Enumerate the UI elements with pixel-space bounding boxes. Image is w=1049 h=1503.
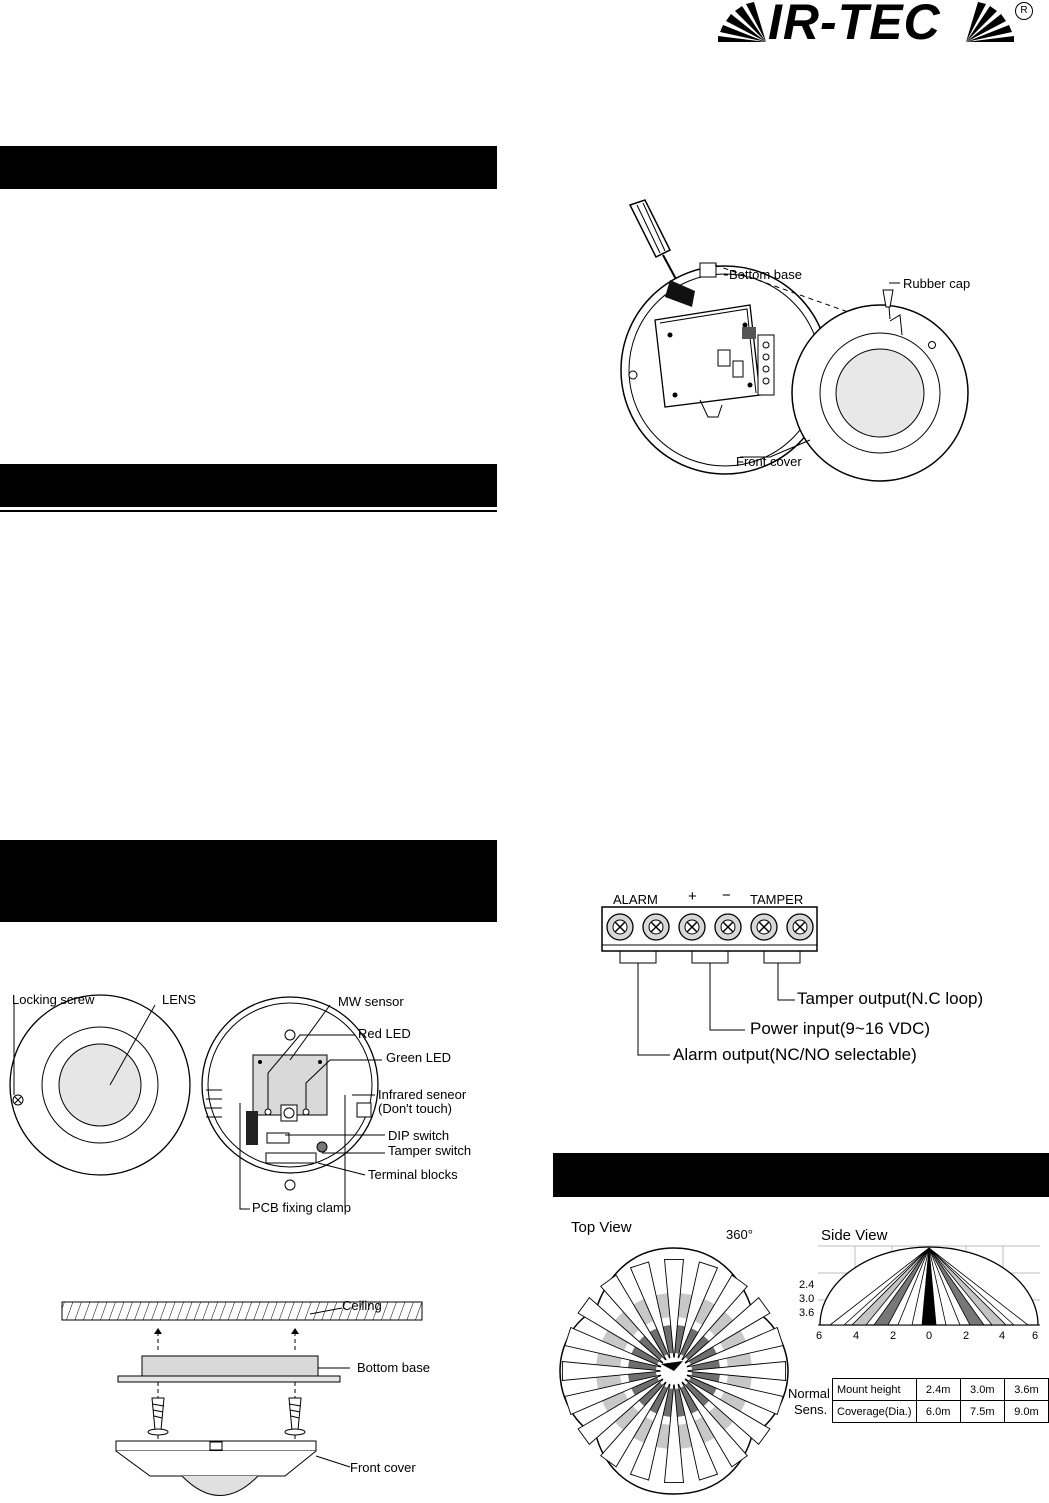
removal-figure [620,199,969,482]
detection-zone-ray [564,1326,662,1368]
table-cell: 6.0m [915,1400,961,1423]
detection-zone-ray [677,1261,719,1359]
coverage-table: Mount height 2.4m 3.0m 3.6m Coverage(Dia… [832,1378,1049,1423]
terminal-header-alarm: ALARM [613,892,658,907]
logo-fan-left-icon [718,2,766,42]
label-lens: LENS [162,992,196,1007]
brand-logo: IR-TEC R [718,0,1036,50]
side-tick-label: 6 [1032,1330,1039,1342]
terminal-header-minus: − [722,887,731,904]
label-bottom-base-removal: Bottom base [729,267,802,282]
label-sens: Sens. [794,1402,828,1417]
label-tamper-switch: Tamper switch [388,1143,472,1158]
section-bar-4 [553,1153,1049,1197]
side-height-label: 3.0 [799,1293,815,1305]
detection-zone-ray [687,1361,787,1381]
terminal-block-drawing [601,906,818,1056]
detection-zone-ray [577,1378,664,1445]
registered-mark: R [1015,2,1033,20]
red-led-icon [264,1108,272,1116]
label-power-input: Power input(9~16 VDC) [750,1019,931,1038]
table-row: Mount height 2.4m 3.0m 3.6m [832,1378,1049,1401]
detection-zone-ray [577,1297,664,1364]
label-dont-touch: (Don't touch) [378,1101,453,1116]
rubber-cap-icon [882,289,894,308]
side-tick-label: 2 [963,1330,970,1342]
table-cell: Coverage(Dia.) [832,1400,917,1423]
side-tick-label: 6 [816,1330,823,1342]
detection-zone-ray [684,1378,771,1445]
label-ceiling: Ceiling [342,1298,382,1313]
label-locking-screw: Locking screw [12,992,95,1007]
detection-zone-ray [681,1381,748,1468]
detection-zone-ray [600,1381,667,1468]
detection-zone-ray [629,1383,671,1481]
side-tick-label: 4 [853,1330,860,1342]
side-height-label: 3.6 [799,1307,815,1319]
label-rubber-cap: Rubber cap [903,276,971,291]
terminal-screw-icon [606,913,634,941]
detection-zone-ray [629,1261,671,1359]
label-pcb-fixing-clamp: PCB fixing clamp [252,1200,351,1215]
label-dip-switch: DIP switch [388,1128,450,1143]
mounting-figure [61,1301,423,1496]
detection-zone-center [661,1361,687,1381]
table-cell: 3.0m [959,1378,1005,1401]
front-cover-drawing [791,304,969,482]
parts-figure [9,994,385,1210]
label-green-led: Green LED [386,1050,452,1065]
detection-zone-ray [681,1274,748,1361]
detection-zone-ray [684,1297,771,1364]
screw-icon [147,1397,169,1436]
label-front-cover-mount: Front cover [350,1460,416,1475]
section-bar-1 [0,146,497,189]
brand-name: IR-TEC [768,0,941,50]
section-bar-2-rule [0,510,497,512]
detection-zone-ray [561,1361,661,1381]
label-tamper-output: Tamper output(N.C loop) [797,989,984,1008]
label-front-cover-removal: Front cover [736,454,802,469]
bottom-base-drawing [620,262,886,475]
label-red-led: Red LED [358,1026,411,1041]
table-cell: 2.4m [915,1378,961,1401]
back-view-drawing [201,996,385,1210]
detection-zone-ray [564,1374,662,1416]
front-view-drawing [9,994,191,1176]
label-terminal-blocks: Terminal blocks [368,1167,458,1182]
section-bar-3 [0,840,497,922]
section-bar-2 [0,464,497,507]
label-infrared-sensor: Infrared seneor [378,1087,467,1102]
table-row: Coverage(Dia.) 6.0m 7.5m 9.0m [832,1400,1049,1423]
detection-zone-ray [664,1258,684,1358]
detection-zone-ray [600,1274,667,1361]
detection-zone-ray [686,1326,784,1368]
terminal-header-tamper: TAMPER [750,892,804,907]
label-normal: Normal [788,1386,830,1401]
detection-zone-ray [677,1383,719,1481]
table-cell: Mount height [832,1378,917,1401]
table-cell: 9.0m [1003,1400,1049,1423]
table-cell: 3.6m [1003,1378,1049,1401]
green-led-icon [302,1108,310,1116]
side-tick-label: 2 [890,1330,897,1342]
detection-zone-ray [686,1374,784,1416]
label-side-view: Side View [821,1227,888,1244]
terminal-header-plus: + [688,888,697,905]
label-top-view: Top View [571,1219,632,1236]
table-cell: 7.5m [959,1400,1005,1423]
logo-fan-right-icon [966,2,1014,42]
label-360-angle: 360° [726,1227,753,1242]
side-tick-label: 0 [926,1330,933,1342]
label-alarm-output: Alarm output(NC/NO selectable) [673,1045,917,1064]
side-tick-label: 4 [999,1330,1006,1342]
bottom-base-mount [141,1355,319,1377]
side-height-label: 2.4 [799,1279,815,1291]
side-view-pattern [818,1245,1040,1326]
detection-zone-ray [664,1384,684,1484]
top-view-pattern [559,1247,789,1495]
label-mw-sensor: MW sensor [338,994,404,1009]
ceiling-drawing [61,1301,423,1321]
label-bottom-base-mount: Bottom base [357,1360,430,1375]
